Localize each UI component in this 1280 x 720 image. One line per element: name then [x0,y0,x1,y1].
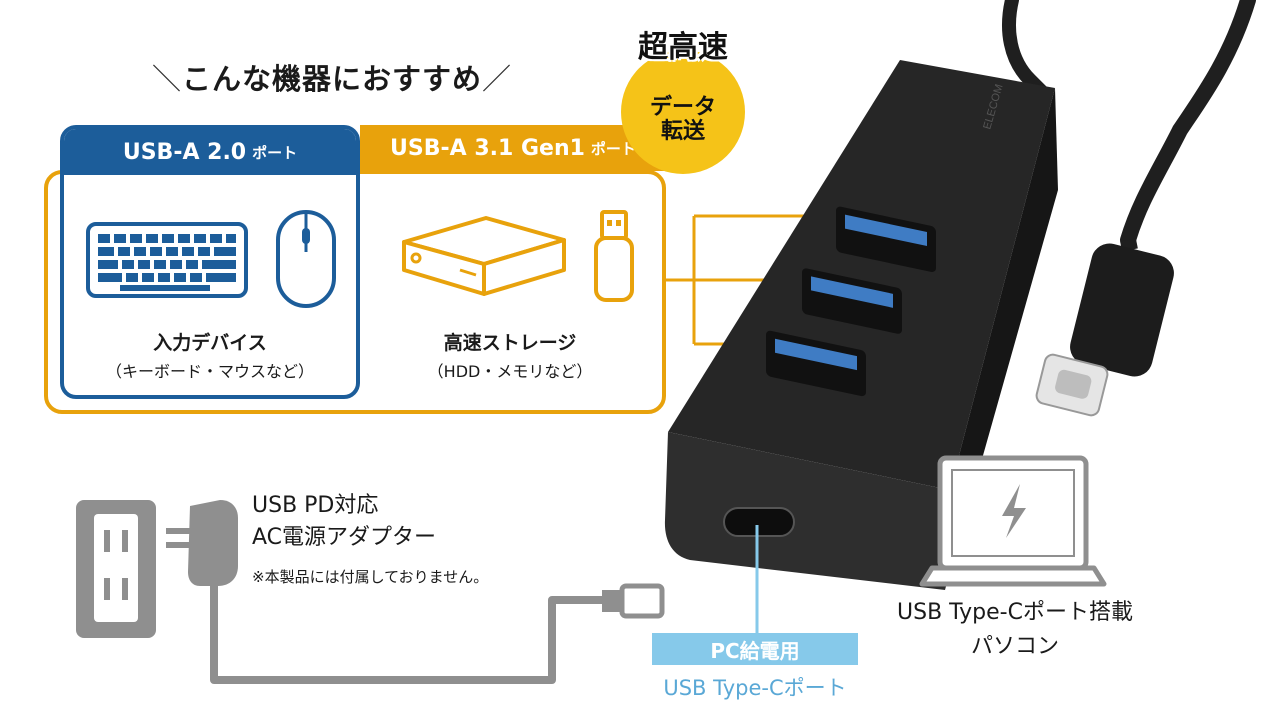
ac-adapter-icon [166,500,665,684]
adapter-line2: AC電源アダプター [252,525,437,550]
laptop-label: USB Type-Cポート搭載 パソコン [860,596,1170,664]
laptop-line1: USB Type-Cポート搭載 [897,600,1133,625]
speed-badge: データ 転送 [621,50,745,174]
usb31-examples: （HDD・メモリなど） [427,362,593,381]
usb-c-port-label: USB Type-Cポート [663,676,847,700]
usb-memory-icon [594,210,634,302]
adapter-note: ※本製品には付属しておりません。 [252,568,489,586]
hdd-icon [402,216,566,296]
usb20-tab: USB-A 2.0 ポート [64,129,356,175]
badge-line1: データ [649,94,716,120]
usb31-tab-main: USB-A 3.1 Gen1 [390,135,585,161]
hub-cable-right [1120,0,1256,248]
headline-text: こんな機器におすすめ [182,62,483,96]
pc-power-label: PC給電用 [652,633,858,665]
usb-c-port [723,507,795,537]
headline-left-slash: ＼ [152,62,183,96]
lightning-icon [1002,484,1026,538]
adapter-text: USB PD対応 AC電源アダプター [252,490,436,554]
hub-top-face [668,60,1055,490]
headline: ＼こんな機器におすすめ／ [152,56,512,98]
usb20-category: 入力デバイス [153,332,267,354]
usb-c-plug-body [1070,243,1174,377]
usb-a-port-1 [836,206,936,273]
usb31-tab-suffix: ポート [590,139,636,158]
hub-cable-top [1002,0,1052,102]
usb-a-port-2 [802,268,902,334]
laptop-line2: パソコン [970,634,1059,659]
hub-front-face [664,432,950,590]
usb-a-port-3 [766,330,866,397]
usb20-tab-suffix: ポート [252,143,298,162]
keyboard-icon [86,222,248,298]
adapter-line1: USB PD対応 [252,493,379,518]
usb20-tab-main: USB-A 2.0 [122,139,247,165]
laptop-icon [919,455,1107,587]
usb31-category: 高速ストレージ [443,332,577,354]
headline-right-slash: ／ [482,62,513,96]
mouse-icon [276,210,336,308]
usb20-examples: （キーボード・マウスなど） [105,362,314,381]
usb31-tab: USB-A 3.1 Gen1 ポート [360,125,666,171]
badge-title: 超高速 [638,30,728,65]
badge-line2: 転送 [660,119,705,144]
